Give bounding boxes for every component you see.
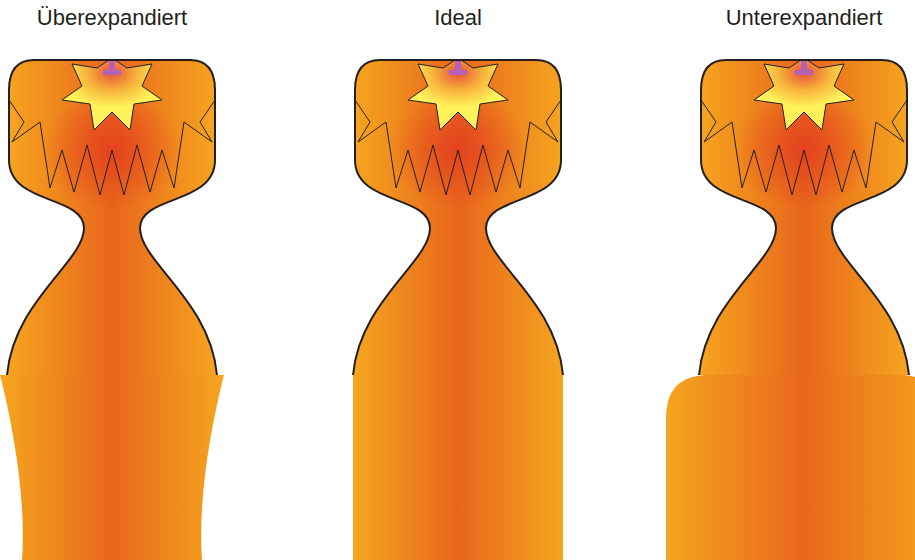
underexpanded-nozzle [666,58,915,560]
exhaust-plume [0,375,224,560]
exhaust-plume [666,375,915,560]
nozzle-body [353,58,563,375]
nozzle-caption: Ideal [434,6,482,30]
overexpanded-nozzle [0,58,224,560]
nozzle-body [7,58,217,375]
nozzle-caption: Unterexpandiert [726,6,883,30]
exhaust-plume [353,375,563,560]
nozzle-caption: Überexpandiert [37,6,187,30]
ideal-nozzle [353,58,563,560]
nozzle-body [699,58,909,375]
